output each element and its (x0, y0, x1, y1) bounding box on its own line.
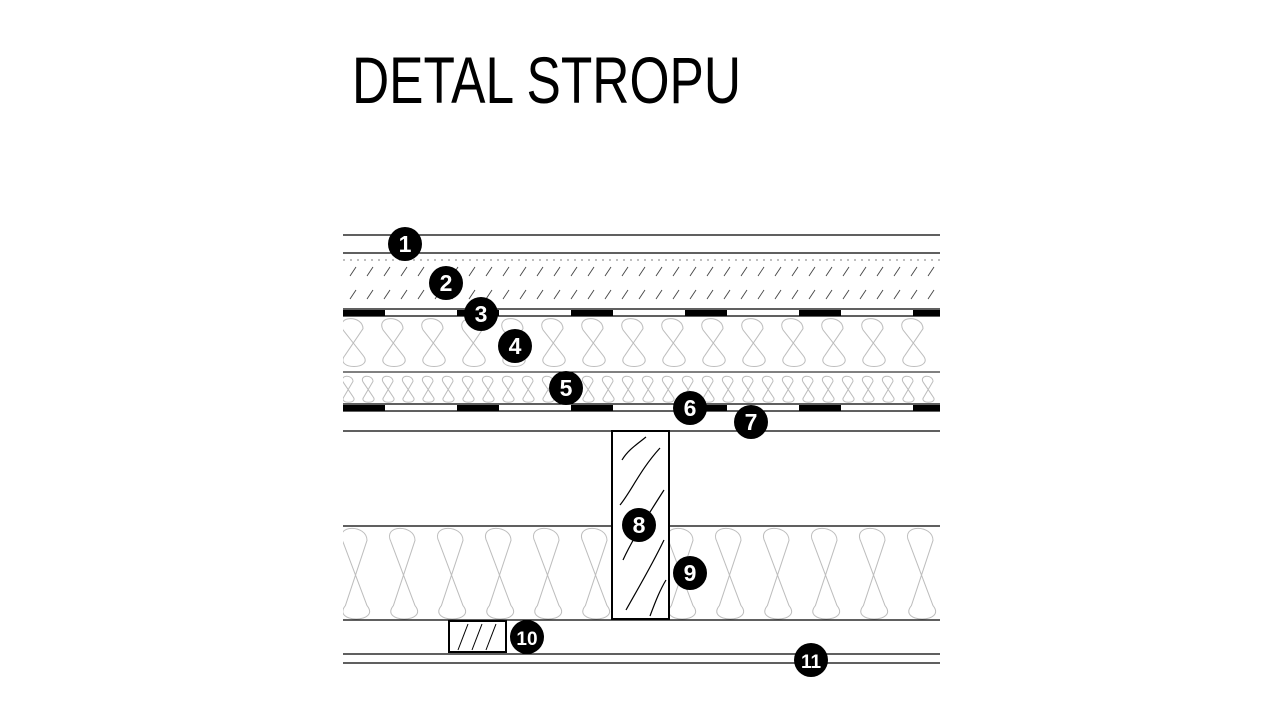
marker-8-circle (622, 508, 656, 542)
marker-1: 1 (388, 227, 422, 261)
marker-7-label: 7 (745, 409, 758, 435)
marker-3: 3 (464, 297, 498, 331)
marker-4-circle (498, 329, 532, 363)
layer-insulation-between-beams (343, 525, 940, 621)
marker-6: 6 (673, 391, 707, 425)
diagram-title: DETAL STROPU (352, 43, 742, 117)
marker-1-label: 1 (399, 231, 412, 257)
layer-insulation-upper (343, 318, 926, 367)
marker-2-circle (429, 266, 463, 300)
marker-11: 11 (794, 643, 828, 677)
marker-7-circle (734, 405, 768, 439)
marker-3-circle (464, 297, 498, 331)
layer-membrane-lower (343, 403, 940, 412)
marker-8-label: 8 (633, 512, 646, 538)
marker-1-circle (388, 227, 422, 261)
marker-9: 9 (673, 556, 707, 590)
marker-5: 5 (549, 371, 583, 405)
marker-3-label: 3 (475, 301, 488, 327)
marker-10-label: 10 (516, 629, 537, 650)
layer-insulation-lower (343, 371, 940, 403)
layer-top-boards (343, 234, 940, 254)
marker-2-label: 2 (440, 270, 453, 296)
marker-5-label: 5 (560, 375, 573, 401)
marker-6-label: 6 (684, 395, 697, 421)
marker-9-circle (673, 556, 707, 590)
marker-10-circle (510, 620, 544, 654)
marker-4-label: 4 (509, 333, 522, 359)
marker-11-label: 11 (801, 652, 822, 673)
batten (448, 620, 507, 653)
layer-ceiling (343, 653, 940, 664)
marker-7: 7 (734, 405, 768, 439)
marker-4: 4 (498, 329, 532, 363)
marker-2: 2 (429, 266, 463, 300)
marker-11-circle (794, 643, 828, 677)
marker-6-circle (673, 391, 707, 425)
marker-5-circle (549, 371, 583, 405)
marker-10: 10 (510, 620, 544, 654)
marker-9-label: 9 (684, 560, 697, 586)
marker-8: 8 (622, 508, 656, 542)
layer-membrane-upper (343, 308, 940, 317)
